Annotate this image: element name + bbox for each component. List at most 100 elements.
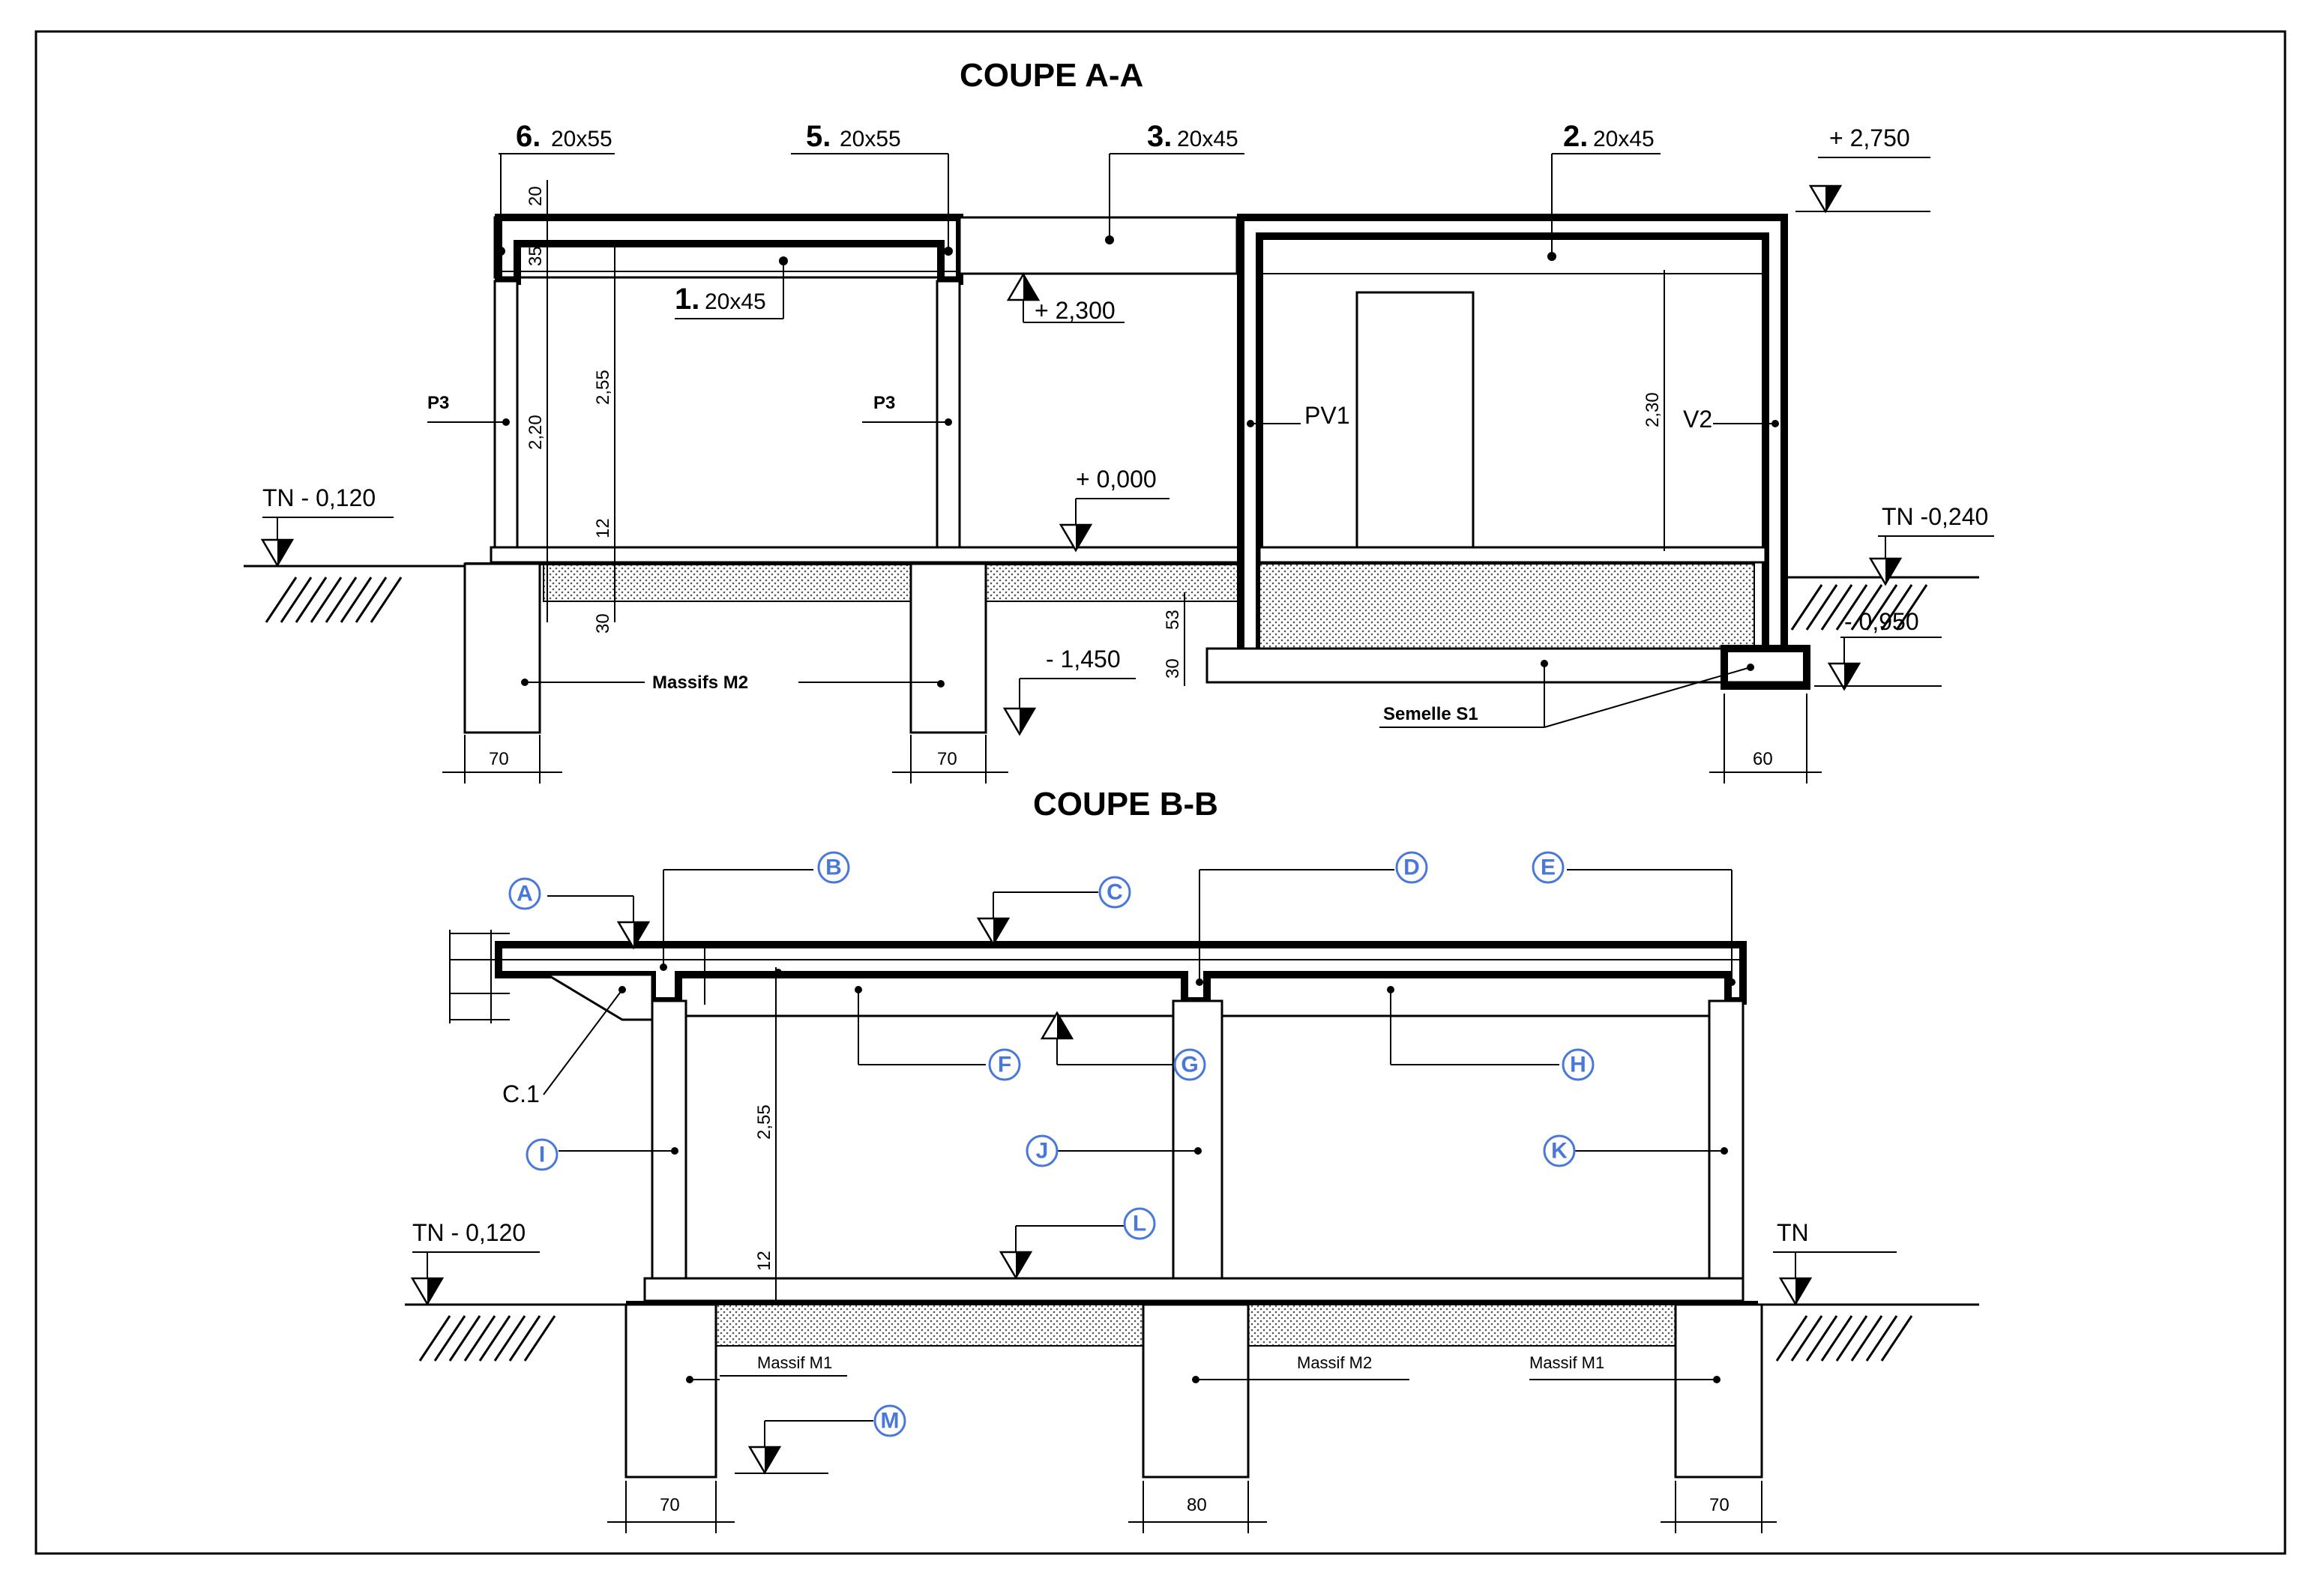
beam-label-1: 1. 20x45 (675, 256, 788, 319)
svg-text:TN - 0,120: TN - 0,120 (412, 1219, 526, 1246)
callout-c: C (1098, 876, 1131, 909)
svg-text:20x55: 20x55 (840, 127, 901, 151)
level-marker-mid: + 2,300 (1007, 273, 1125, 324)
callout-f: F (988, 1048, 1021, 1081)
svg-text:L: L (1133, 1212, 1146, 1236)
callout-h: H (1562, 1048, 1595, 1081)
svg-text:F: F (998, 1053, 1011, 1077)
svg-text:TN - 0,120: TN - 0,120 (262, 484, 376, 511)
c1-label: C.1 (502, 986, 626, 1107)
svg-text:E: E (1541, 855, 1556, 880)
callout-a: A (508, 877, 541, 910)
svg-text:20x45: 20x45 (1177, 127, 1238, 151)
svg-text:+ 0,000: + 0,000 (1076, 466, 1157, 493)
svg-text:+ 2,300: + 2,300 (1035, 297, 1116, 324)
svg-text:12: 12 (593, 518, 613, 538)
svg-text:60: 60 (1753, 749, 1773, 769)
level-marker-top: + 2,750 (1795, 124, 1930, 213)
svg-text:2,20: 2,20 (526, 415, 546, 450)
post-label-pv1: PV1 (1247, 402, 1349, 429)
svg-text:H: H (1570, 1053, 1586, 1077)
post-label-p3-left: P3 (427, 393, 510, 426)
beam-label-5: 5. 20x55 (791, 120, 953, 256)
svg-text:M: M (881, 1409, 900, 1434)
callout-d: D (1395, 851, 1428, 884)
ground-aa-left (244, 565, 465, 624)
svg-text:D: D (1403, 855, 1420, 880)
svg-text:5.: 5. (806, 120, 831, 153)
massifs-m2-label: Massifs M2 (521, 673, 945, 693)
dims-aa-vertical: 20 35 2,20 2,55 12 30 53 30 2,30 (526, 180, 1665, 686)
level-marker-bottom-right: - 0,950 (1814, 608, 1942, 691)
callout-l: L (1123, 1207, 1156, 1240)
level-marker-tn-right: TN -0,240 (1869, 503, 1994, 586)
svg-text:K: K (1551, 1139, 1568, 1164)
svg-text:I: I (539, 1143, 545, 1167)
svg-text:- 1,450: - 1,450 (1046, 646, 1121, 673)
callout-e: E (1532, 851, 1565, 884)
svg-text:Massifs M2: Massifs M2 (652, 673, 748, 693)
ground-bb-left (405, 1303, 626, 1362)
callout-k: K (1543, 1134, 1576, 1167)
post-label-v2: V2 (1683, 406, 1779, 433)
svg-text:53: 53 (1163, 610, 1183, 630)
level-marker-floor: + 0,000 (1059, 466, 1169, 552)
svg-text:Semelle S1: Semelle S1 (1383, 704, 1478, 724)
svg-text:- 0,950: - 0,950 (1844, 608, 1919, 635)
svg-text:70: 70 (1709, 1495, 1730, 1515)
massif-m1-right-label: Massif M1 (1529, 1353, 1721, 1383)
svg-text:2,30: 2,30 (1643, 392, 1663, 427)
svg-text:+ 2,750: + 2,750 (1829, 124, 1910, 151)
beam-label-6: 6. 20x55 (496, 120, 615, 256)
svg-text:20: 20 (526, 186, 546, 206)
section-bb-title: COUPE B-B (1033, 786, 1218, 822)
svg-text:30: 30 (1163, 658, 1183, 679)
svg-text:6.: 6. (516, 120, 541, 153)
svg-text:1.: 1. (675, 283, 699, 316)
svg-text:B: B (825, 855, 842, 880)
svg-text:P3: P3 (427, 393, 449, 413)
svg-text:PV1: PV1 (1304, 402, 1349, 429)
svg-text:Massif M1: Massif M1 (1529, 1353, 1604, 1372)
section-aa-title: COUPE A-A (960, 57, 1143, 94)
beam-label-2: 2. 20x45 (1547, 120, 1661, 261)
svg-text:TN -0,240: TN -0,240 (1882, 503, 1988, 530)
svg-text:70: 70 (489, 749, 509, 769)
svg-text:70: 70 (660, 1495, 680, 1515)
post-label-p3-right: P3 (862, 393, 952, 426)
svg-text:2,55: 2,55 (593, 370, 613, 405)
callout-m: M (873, 1404, 906, 1437)
svg-text:P3: P3 (873, 393, 895, 413)
level-marker-tn-left: TN - 0,120 (261, 484, 394, 567)
svg-text:12: 12 (754, 1251, 774, 1271)
svg-text:C.1: C.1 (502, 1080, 540, 1107)
svg-text:G: G (1181, 1053, 1198, 1077)
callout-g: G (1173, 1048, 1206, 1081)
svg-text:3.: 3. (1147, 120, 1172, 153)
svg-text:Massif M1: Massif M1 (757, 1353, 832, 1372)
svg-text:Massif M2: Massif M2 (1297, 1353, 1372, 1372)
svg-text:V2: V2 (1683, 406, 1712, 433)
ground-bb-right (1762, 1303, 1979, 1362)
level-marker-bb-tn-left: TN - 0,120 (411, 1219, 540, 1305)
svg-text:20x45: 20x45 (705, 289, 766, 314)
semelle-s1-label: Semelle S1 (1379, 660, 1754, 728)
svg-text:30: 30 (593, 613, 613, 634)
beam-label-3: 3. 20x45 (1105, 120, 1244, 244)
drawing-frame (34, 30, 2287, 1555)
svg-text:80: 80 (1187, 1495, 1207, 1515)
svg-text:A: A (517, 882, 533, 906)
section-bb-frame (495, 941, 1763, 1479)
svg-text:2,55: 2,55 (754, 1104, 774, 1140)
level-marker-bottom-left: - 1,450 (1003, 646, 1136, 736)
svg-text:J: J (1036, 1139, 1049, 1164)
svg-text:20x55: 20x55 (551, 127, 612, 151)
svg-text:70: 70 (937, 749, 957, 769)
dims-bb-vertical: 2,55 12 (704, 946, 782, 1305)
dims-aa-widths: 70 70 60 (442, 694, 1822, 784)
section-aa-right-frame (1205, 214, 1810, 690)
dims-bb-widths: 70 80 70 (607, 1481, 1777, 1533)
callout-b: B (817, 851, 850, 884)
level-marker-bb-tn-right: TN (1773, 1219, 1897, 1305)
